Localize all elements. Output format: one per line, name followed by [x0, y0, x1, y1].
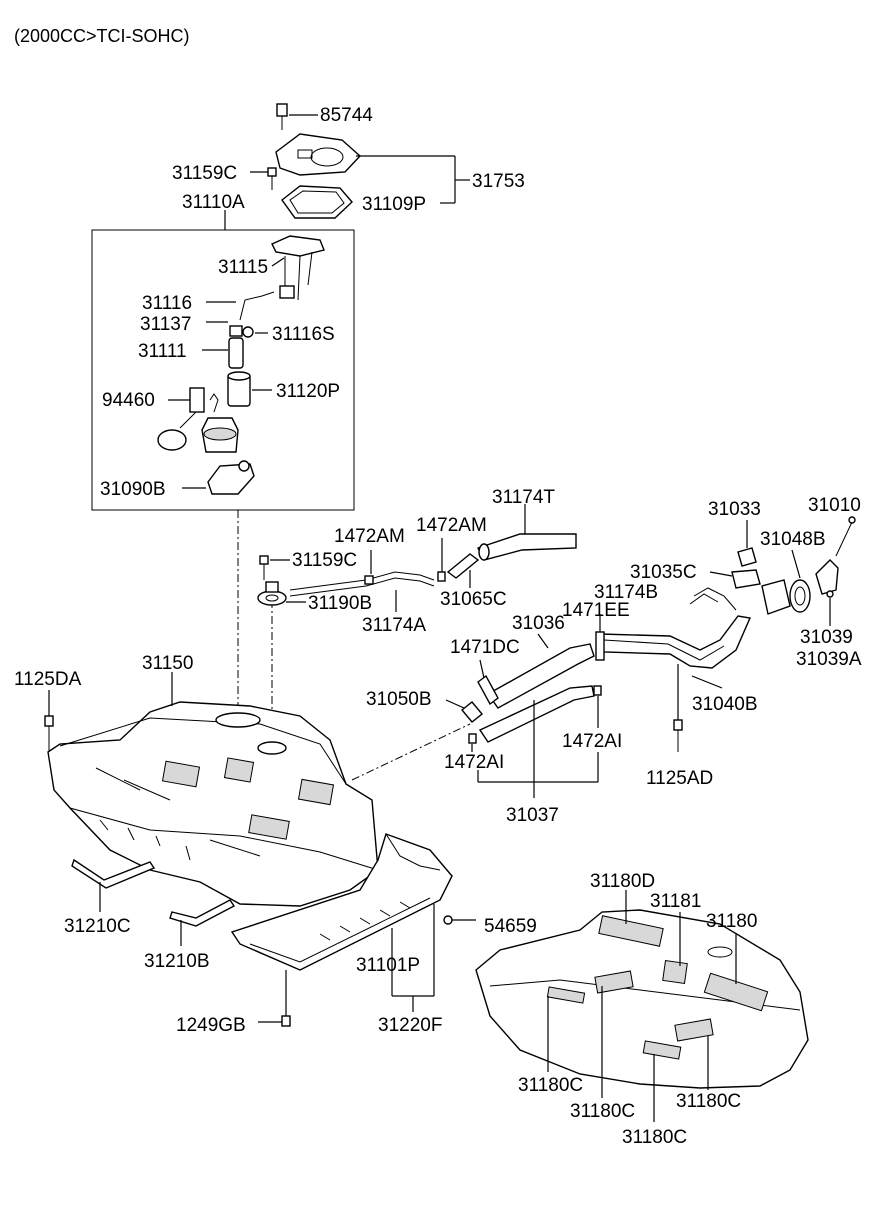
fuel-pump-cover-group [250, 103, 470, 219]
label-31101p: 31101P [356, 955, 420, 976]
label-31174t: 31174T [492, 487, 555, 508]
label-31035c: 31035C [630, 562, 697, 583]
filler-hose-upper-drawing [486, 643, 595, 709]
part-number-labels: 85744 31159C 31110A 31753 31109P 31115 3… [14, 105, 862, 1148]
label-31111: 31111 [138, 341, 187, 362]
label-31180c-3: 31180C [676, 1091, 741, 1112]
label-31110a: 31110A [182, 192, 245, 213]
vent-hose-group [257, 504, 577, 612]
filler-neck-pipe-drawing [599, 615, 752, 669]
engine-spec-header: (2000CC>TCI-SOHC) [14, 26, 190, 46]
label-31150: 31150 [142, 653, 193, 674]
label-31037: 31037 [506, 805, 559, 826]
label-31039: 31039 [800, 627, 853, 648]
label-1125ad: 1125AD [646, 768, 713, 789]
label-31180d: 31180D [590, 871, 655, 892]
filler-hose-lower-drawing [478, 685, 595, 743]
tank-strap-b-drawing [169, 899, 236, 927]
fuel-pump-module-box [91, 210, 355, 511]
label-1471ee: 1471EE [562, 600, 630, 621]
label-31116: 31116 [142, 293, 192, 314]
fuel-strainer-drawing [207, 463, 255, 495]
label-1472am-b: 1472AM [416, 515, 487, 536]
tank-strap-c-drawing [71, 858, 156, 889]
label-31115: 31115 [218, 257, 268, 278]
label-31180c-1: 31180C [518, 1075, 583, 1096]
label-31090b: 31090B [100, 479, 166, 500]
label-31159c-top: 31159C [172, 163, 237, 184]
fuel-sender-drawing [189, 387, 205, 413]
label-31137: 31137 [140, 314, 191, 335]
label-1472am-a: 1472AM [334, 526, 405, 547]
label-1249gb: 1249GB [176, 1015, 246, 1036]
tank-under-cover-drawing [230, 833, 453, 971]
label-31220f: 31220F [378, 1015, 442, 1036]
label-31180c-4: 31180C [622, 1127, 687, 1148]
label-31036: 31036 [512, 613, 565, 634]
fuel-tank-31150-drawing [47, 701, 379, 907]
label-31753: 31753 [472, 171, 525, 192]
label-31190b: 31190B [308, 593, 372, 614]
label-1125da: 1125DA [14, 669, 82, 690]
label-31050b: 31050B [366, 689, 432, 710]
label-31180c-2: 31180C [570, 1101, 635, 1122]
pump-cover-plate-drawing [275, 133, 362, 176]
label-31174a: 31174A [362, 615, 426, 636]
pump-flange-drawing [271, 235, 325, 257]
label-31010: 31010 [808, 495, 861, 516]
label-54659: 54659 [484, 916, 537, 937]
label-31116s: 31116S [272, 324, 335, 345]
label-31210c: 31210C [64, 916, 131, 937]
label-31048b: 31048B [760, 529, 826, 550]
label-94460: 94460 [102, 390, 155, 411]
label-1472ai-left: 1472AI [444, 752, 504, 773]
label-31210b: 31210B [144, 951, 210, 972]
label-85744: 85744 [320, 105, 373, 126]
bracket-31033-drawing [737, 547, 757, 567]
label-1471dc: 1471DC [450, 637, 520, 658]
label-31040b: 31040B [692, 694, 758, 715]
label-31181: 31181 [650, 891, 701, 912]
label-31109p: 31109P [362, 194, 426, 215]
label-31039a: 31039A [796, 649, 862, 670]
filler-neck-head-drawing [761, 579, 791, 615]
label-31180: 31180 [706, 911, 757, 932]
bolt-85744-drawing [276, 103, 288, 117]
vent-pipe-drawing [477, 533, 577, 561]
pump-motor-drawing [228, 337, 244, 369]
label-31159c-mid: 31159C [292, 550, 357, 571]
label-31065c: 31065C [440, 589, 507, 610]
label-1472ai-right: 1472AI [562, 731, 622, 752]
fuel-cap-drawing [815, 559, 839, 595]
label-31033: 31033 [708, 499, 761, 520]
filler-neck-group [445, 516, 856, 798]
label-31174b: 31174B [594, 582, 658, 603]
check-valve-drawing [446, 553, 480, 579]
label-31120p: 31120P [276, 381, 340, 402]
tank-label-view-drawing [475, 909, 809, 1089]
